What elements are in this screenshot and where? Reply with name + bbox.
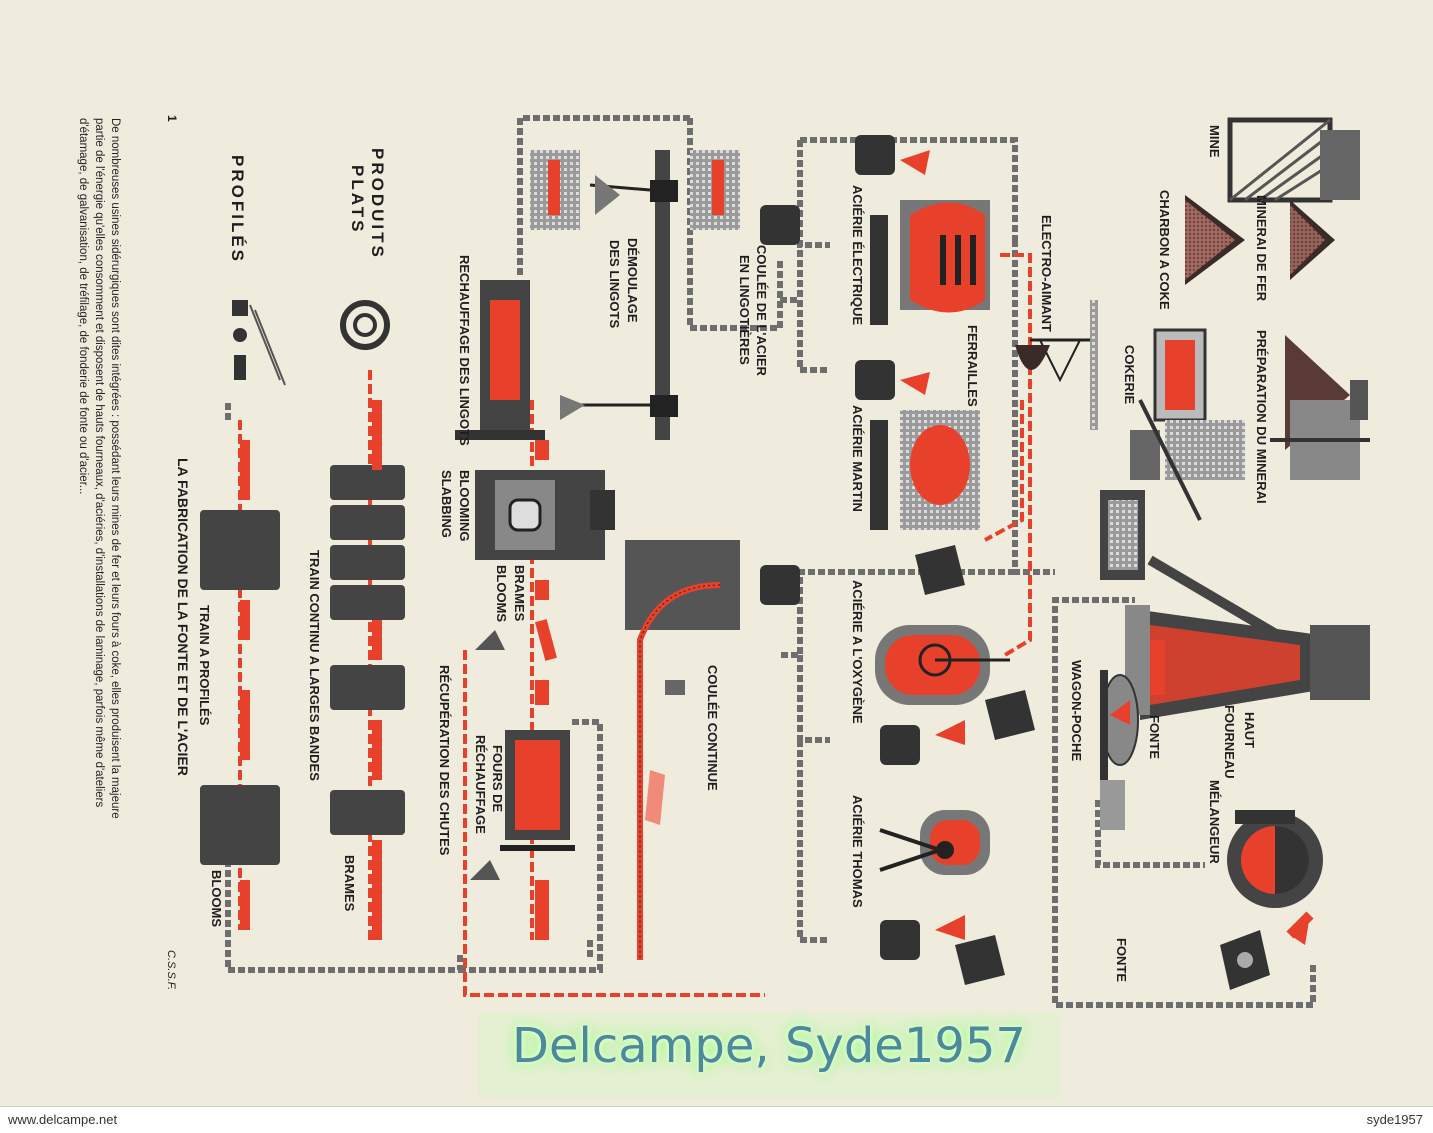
page-number: 1: [165, 115, 179, 122]
label-mine: MINE: [1207, 125, 1222, 158]
credit-label: C.S.S.F.: [165, 950, 177, 990]
watermark-text: Delcampe, Syde1957: [512, 1018, 1026, 1074]
label-preparation-du-minerai: PRÉPARATION DU MINERAI: [1254, 330, 1269, 504]
diagram-labels: MINE MINERAI DE FER PRÉPARATION DU MINER…: [165, 115, 1269, 990]
steel-ladle-icons: [760, 135, 1035, 985]
reheating-furnace-icon: [500, 730, 575, 851]
blast-furnace-icon: [1125, 605, 1370, 720]
footer-bar: www.delcampe.net syde1957: [0, 1106, 1433, 1133]
ore-preparation-plant-icon: [1270, 335, 1370, 480]
label-brames-blooms-1: BRAMES: [512, 565, 527, 622]
label-cokerie: COKERIE: [1122, 345, 1137, 405]
diagram-title: LA FABRICATION DE LA FONTE ET DE L'ACIER: [175, 458, 191, 776]
label-acierie-martin: ACIÉRIE MARTIN: [850, 405, 865, 512]
label-blooming: BLOOMING: [457, 470, 472, 542]
sections-products-icon: [232, 300, 286, 386]
label-produits: PRODUITS: [368, 148, 387, 260]
label-coulee-continue: COULÉE CONTINUE: [705, 665, 720, 791]
blooming-mill-icon: [475, 470, 615, 560]
label-brames: BRAMES: [342, 855, 357, 912]
section-mill-stands: [200, 510, 280, 865]
label-fourneau: FOURNEAU: [1222, 705, 1237, 779]
martin-steelworks-icon: [870, 410, 980, 530]
scrap-electromagnet-icon: [1015, 300, 1098, 430]
footer-site-link[interactable]: www.delcampe.net: [8, 1112, 118, 1127]
label-fonte-1: FONTE: [1147, 715, 1162, 759]
electric-steelworks-icon: [870, 200, 990, 325]
intro-line-2: partie de l'énergie qu'elles consomment …: [93, 118, 105, 807]
mixer-icon: [1227, 810, 1323, 908]
ladle-pour-icon: [1220, 911, 1314, 990]
rolled-coil-icon: [340, 300, 390, 350]
red-pour-arrows: [900, 150, 1310, 945]
label-demoulage-2: DES LINGOTS: [607, 240, 622, 328]
steel-process-diagram: MINE MINERAI DE FER PRÉPARATION DU MINER…: [77, 115, 1370, 1008]
watermark-banner: [478, 1012, 1060, 1098]
label-wagon-poche: WAGON-POCHE: [1069, 660, 1084, 761]
label-brames-blooms-2: BLOOMS: [494, 565, 509, 622]
thomas-steelworks-icon: [879, 810, 990, 875]
label-charbon-a-coke: CHARBON A COKE: [1157, 190, 1172, 310]
label-electro-aimant: ELECTRO-AIMANT: [1039, 215, 1054, 332]
soaking-pit-icon: [455, 280, 545, 440]
label-profiles: PROFILÉS: [228, 155, 247, 264]
coking-coal-pile-icon: [1185, 195, 1245, 285]
oxygen-steelworks-icon: [875, 625, 1010, 705]
label-coulee-acier-2: EN LINGOTIÈRES: [737, 255, 752, 365]
mine-headframe-icon: [1227, 117, 1360, 203]
coke-oven-icon: [1130, 328, 1245, 521]
label-train-continu: TRAIN CONTINU A LARGES BANDES: [307, 550, 322, 781]
label-blooms: BLOOMS: [209, 870, 224, 927]
label-train-profiles: TRAIN A PROFILÉS: [197, 605, 212, 726]
label-demoulage-1: DÉMOULAGE: [625, 238, 640, 323]
wide-strip-mill-stands: [330, 465, 405, 835]
label-recuperation-chutes: RÉCUPÉRATION DES CHUTES: [437, 665, 452, 856]
intro-line-3: d'étamage, de galvanisation, de tréfilag…: [77, 118, 89, 495]
label-minerai-de-fer: MINERAI DE FER: [1254, 195, 1269, 302]
label-melangeur: MÉLANGEUR: [1207, 780, 1222, 864]
label-ferrailles: FERRAILLES: [965, 325, 980, 407]
torpedo-ladle-car-icon: [1100, 670, 1139, 830]
label-fours-1: FOURS DE: [490, 745, 505, 813]
intro-paragraph: De nombreuses usines sidérurgiques sont …: [77, 118, 121, 819]
label-fours-2: RÉCHAUFFAGE: [473, 735, 488, 834]
label-acierie-thomas: ACIÉRIE THOMAS: [850, 795, 865, 908]
red-product-marks: [240, 400, 557, 940]
footer-seller-name[interactable]: syde1957: [1366, 1112, 1423, 1127]
label-fonte-2: FONTE: [1114, 938, 1129, 982]
ingot-molds-icon: [530, 150, 740, 230]
iron-ore-pile-icon: [1290, 200, 1335, 280]
label-acierie-electrique: ACIÉRIE ÉLECTRIQUE: [850, 185, 865, 325]
stripping-crane-icon: [560, 150, 678, 440]
label-haut: HAUT: [1242, 712, 1257, 748]
continuous-caster-icon: [625, 540, 740, 960]
label-acierie-oxygene: ACIÉRIE A L'OXYGÈNE: [850, 580, 865, 724]
intro-line-1: De nombreuses usines sidérurgiques sont …: [109, 118, 121, 819]
label-plats: PLATS: [348, 165, 367, 234]
label-coulee-acier-1: COULÉE DE L'ACIER: [754, 245, 769, 377]
scrap-pile-icons: [470, 630, 505, 880]
label-slabbing: SLABBING: [439, 470, 454, 538]
label-rechauffage-lingots: RECHAUFFAGE DES LINGOTS: [457, 255, 472, 446]
